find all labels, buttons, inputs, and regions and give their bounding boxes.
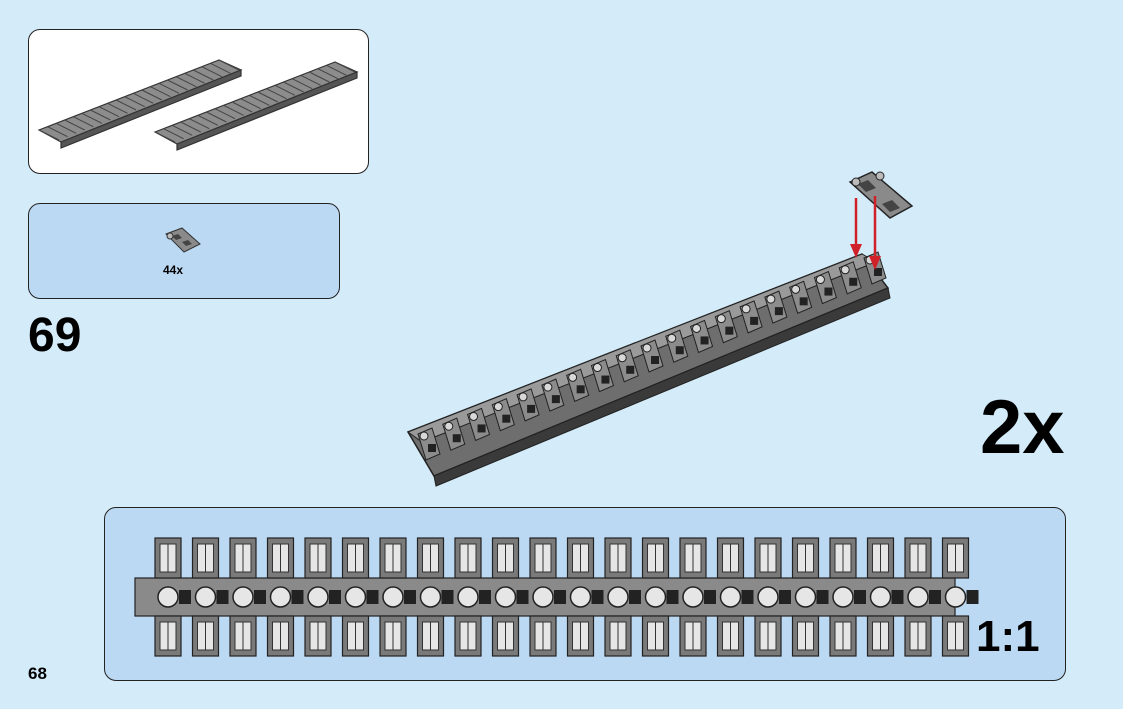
assembly-link bbox=[566, 368, 590, 403]
page-number: 68 bbox=[28, 664, 47, 683]
scale-track-link bbox=[491, 537, 529, 657]
scale-track-link bbox=[941, 537, 979, 657]
track-assembly bbox=[406, 251, 891, 487]
scale-track-link bbox=[566, 537, 604, 657]
assembly-link bbox=[838, 261, 862, 295]
assembly-link bbox=[813, 270, 838, 305]
previous-step-panel bbox=[28, 29, 369, 174]
track-link-icon bbox=[165, 227, 201, 253]
new-track-link bbox=[848, 171, 914, 219]
scale-track-link bbox=[754, 537, 791, 657]
scale-track-link bbox=[529, 537, 566, 657]
scale-track-link bbox=[154, 537, 191, 657]
assembly-link bbox=[665, 329, 689, 363]
scale-track-link bbox=[791, 537, 829, 657]
completed-tracks-illustration bbox=[37, 59, 359, 151]
scale-track-link bbox=[379, 537, 416, 657]
scale-track-link bbox=[191, 537, 229, 657]
assembly-link bbox=[516, 388, 540, 422]
assembly-link bbox=[491, 397, 515, 432]
scale-track-link bbox=[829, 537, 866, 657]
scale-track-link bbox=[454, 537, 491, 657]
assembly-link bbox=[615, 349, 639, 383]
assembly-link bbox=[689, 319, 714, 354]
assembly-link bbox=[789, 280, 813, 315]
assembly-link bbox=[739, 300, 763, 334]
assembly-link bbox=[714, 309, 738, 344]
scale-track-link bbox=[641, 537, 679, 657]
scale-track-illustration bbox=[134, 537, 979, 657]
scale-track-link bbox=[416, 537, 454, 657]
parts-callout bbox=[28, 203, 340, 299]
scale-track-link bbox=[904, 537, 941, 657]
scale-track-link bbox=[716, 537, 754, 657]
assembly-link bbox=[466, 407, 491, 442]
assembly-arrows bbox=[850, 196, 881, 270]
assembly-link bbox=[590, 358, 615, 393]
scale-check-panel bbox=[104, 507, 1066, 681]
scale-track-link bbox=[866, 537, 904, 657]
assembly-link bbox=[640, 339, 664, 373]
part-quantity: 44x bbox=[163, 263, 184, 277]
assembly-link bbox=[541, 378, 565, 412]
track-right bbox=[153, 61, 359, 151]
build-multiplier: 2x bbox=[980, 385, 1065, 470]
scale-track-link bbox=[341, 537, 379, 657]
assembly-link bbox=[442, 417, 466, 451]
scale-track-link bbox=[604, 537, 641, 657]
scale-track-link bbox=[266, 537, 304, 657]
assembly-link bbox=[417, 427, 441, 461]
step-number: 69 bbox=[28, 309, 82, 362]
scale-track-link bbox=[679, 537, 716, 657]
scale-track-link bbox=[304, 537, 341, 657]
scale-track-link bbox=[229, 537, 266, 657]
assembly-link bbox=[764, 290, 788, 324]
scale-label: 1:1 bbox=[976, 612, 1040, 661]
